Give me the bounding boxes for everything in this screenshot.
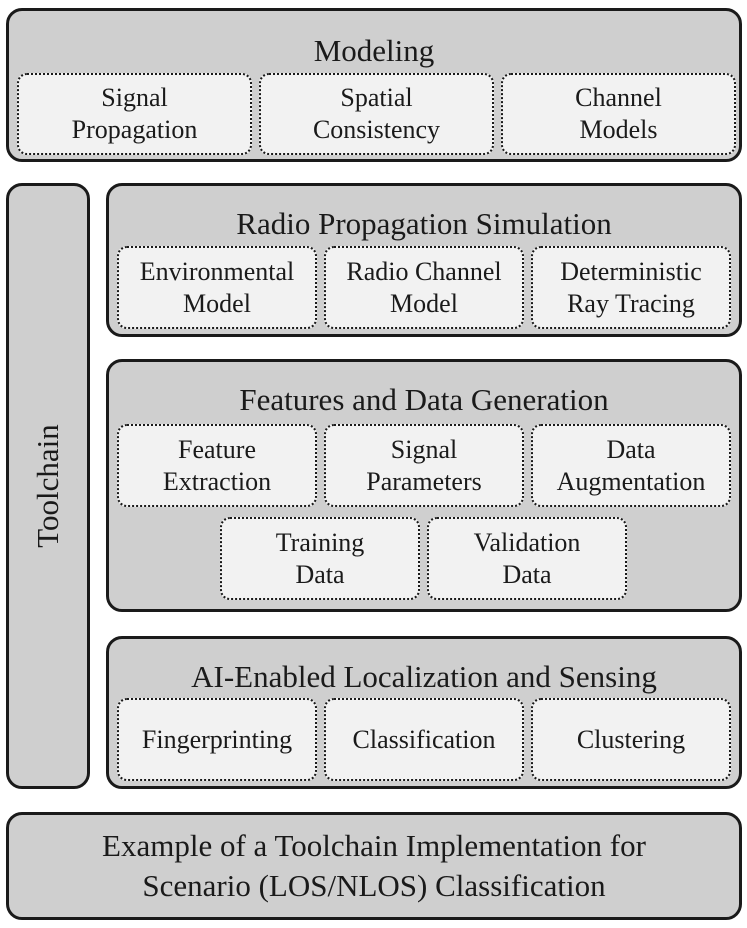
box-line: Propagation <box>71 115 198 144</box>
box-line: Data <box>502 559 552 589</box>
training-data-box: Training Data <box>220 517 420 600</box>
features-data-panel: Features and Data Generation Feature Ext… <box>106 359 742 612</box>
radio-propagation-panel: Radio Propagation Simulation Environment… <box>106 183 742 337</box>
footer-text: Example of a Toolchain Implementation fo… <box>9 815 739 917</box>
environmental-model-box: Environmental Model <box>117 246 317 329</box>
signal-parameters-box: Signal Parameters <box>324 424 524 507</box>
ai-localization-panel: AI-Enabled Localization and Sensing Fing… <box>106 636 742 789</box>
box-line: Augmentation <box>556 466 706 496</box>
footer-line: Example of a Toolchain Implementation fo… <box>102 828 646 863</box>
box-line: Channel <box>575 83 662 112</box>
channel-models-box: Channel Models <box>501 73 736 155</box>
ai-localization-title: AI-Enabled Localization and Sensing <box>191 659 657 694</box>
box-line: Data <box>295 559 345 589</box>
modeling-title: Modeling <box>313 33 435 68</box>
box-line: Data <box>606 434 656 464</box>
feature-extraction-box: Feature Extraction <box>117 424 317 507</box>
radio-channel-model-box: Radio Channel Model <box>324 246 524 329</box>
box-line: Fingerprinting <box>141 724 293 754</box>
box-line: Environmental <box>139 256 295 286</box>
classification-box: Classification <box>324 698 524 781</box>
clustering-box: Clustering <box>531 698 731 781</box>
box-line: Ray Tracing <box>567 288 695 318</box>
signal-propagation-box: Signal Propagation <box>17 73 252 155</box>
box-line: Classification <box>352 724 496 754</box>
box-line: Parameters <box>366 466 482 496</box>
box-line: Spatial <box>340 83 413 112</box>
box-line: Models <box>579 115 658 144</box>
modeling-panel: Modeling Signal Propagation Spatial Cons… <box>6 8 742 162</box>
box-line: Signal <box>390 434 458 464</box>
box-line: Training <box>275 527 365 557</box>
box-line: Validation <box>473 527 581 557</box>
toolchain-bar: Toolchain <box>6 183 90 789</box>
fingerprinting-box: Fingerprinting <box>117 698 317 781</box>
box-line: Consistency <box>312 115 441 144</box>
data-augmentation-box: Data Augmentation <box>531 424 731 507</box>
box-line: Clustering <box>576 724 686 754</box>
box-line: Extraction <box>162 466 272 496</box>
footer-panel: Example of a Toolchain Implementation fo… <box>6 812 742 920</box>
box-line: Model <box>390 288 458 318</box>
box-line: Radio Channel <box>346 256 502 286</box>
box-line: Signal <box>101 83 168 112</box>
radio-propagation-title: Radio Propagation Simulation <box>236 206 612 241</box>
features-data-title: Features and Data Generation <box>239 382 609 417</box>
footer-line: Scenario (LOS/NLOS) Classification <box>142 868 606 903</box>
box-line: Feature <box>178 434 256 464</box>
toolchain-label: Toolchain <box>30 424 65 548</box>
deterministic-ray-tracing-box: Deterministic Ray Tracing <box>531 246 731 329</box>
spatial-consistency-box: Spatial Consistency <box>259 73 494 155</box>
box-line: Model <box>183 288 251 318</box>
validation-data-box: Validation Data <box>427 517 627 600</box>
box-line: Deterministic <box>560 256 702 286</box>
